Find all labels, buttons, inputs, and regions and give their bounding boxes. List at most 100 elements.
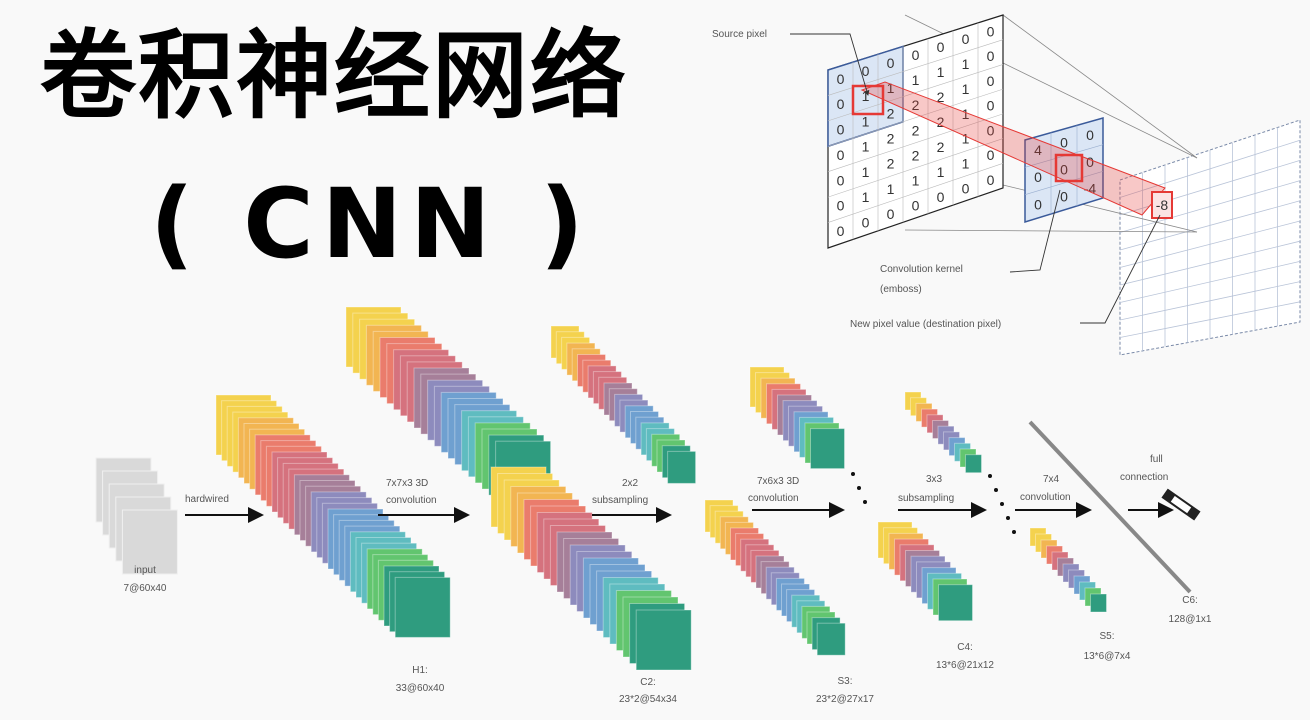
- source-cell: 1: [862, 189, 870, 205]
- op-label: 2x2: [622, 478, 639, 489]
- source-cell: 2: [912, 147, 920, 163]
- source-cell: 0: [962, 180, 970, 196]
- source-cell: 0: [937, 39, 945, 55]
- source-cell: 0: [962, 31, 970, 47]
- source-cell: 0: [912, 47, 920, 63]
- kernel-cell: 4: [1034, 142, 1042, 158]
- source-cell: 1: [887, 181, 895, 197]
- output-value: -8: [1156, 197, 1169, 213]
- source-cell: 0: [837, 198, 845, 214]
- operation-arrows: [185, 502, 1174, 523]
- stage-label: input: [134, 565, 156, 576]
- source-cell: 2: [937, 114, 945, 130]
- source-cell: 0: [837, 96, 845, 112]
- source-cell: 0: [987, 23, 995, 39]
- feature-map: [1090, 593, 1107, 613]
- callouts: [790, 33, 1161, 324]
- op-label: connection: [1120, 472, 1168, 483]
- source-cell: 0: [912, 197, 920, 213]
- op-label: convolution: [386, 495, 437, 506]
- op-label: 7x4: [1043, 474, 1060, 485]
- source-cell: 1: [962, 131, 970, 147]
- source-cell: 0: [837, 122, 845, 138]
- feature-map: [965, 454, 982, 474]
- kernel-cell: 0: [1060, 135, 1068, 151]
- kernel-cell: 0: [1060, 189, 1068, 205]
- source-cell: 1: [912, 172, 920, 188]
- source-cell: 0: [987, 147, 995, 163]
- stage-label: H1:: [412, 665, 428, 676]
- source-cell: 0: [837, 71, 845, 87]
- kernel-cell: 0: [1034, 169, 1042, 185]
- feature-map: [635, 609, 692, 671]
- source-cell: 1: [887, 80, 895, 96]
- source-cell: 0: [987, 172, 995, 188]
- op-label: 7x6x3 3D: [757, 476, 799, 487]
- source-cell: 2: [937, 139, 945, 155]
- source-cell: 1: [962, 81, 970, 97]
- source-cell: 2: [937, 89, 945, 105]
- kernel-cell: 0: [1086, 154, 1094, 170]
- source-cell: 2: [887, 130, 895, 146]
- kernel-beam: -8: [851, 81, 1173, 219]
- source-cell: 1: [862, 88, 870, 104]
- destination-pixel-label: New pixel value (destination pixel): [850, 319, 1001, 330]
- s5-lower-stack: [1029, 527, 1107, 613]
- stage-label: 23*2@54x34: [619, 694, 677, 705]
- source-pixel-label: Source pixel: [712, 29, 767, 40]
- source-pixel-highlight: [851, 84, 885, 116]
- kernel-cell: 0: [1034, 196, 1042, 212]
- stage-label: 13*6@7x4: [1084, 651, 1131, 662]
- op-label: subsampling: [898, 493, 954, 504]
- op-label: 3x3: [926, 474, 943, 485]
- feature-map: [121, 509, 178, 575]
- op-label: 7x7x3 3D: [386, 478, 428, 489]
- source-cell: 2: [887, 156, 895, 172]
- h1-stack: [215, 394, 451, 638]
- s3-upper-stack: [550, 325, 697, 484]
- source-cell: 1: [862, 164, 870, 180]
- feature-map: [816, 622, 846, 656]
- input-stack: [95, 457, 178, 575]
- op-label: convolution: [1020, 492, 1071, 503]
- source-cell: 2: [912, 97, 920, 113]
- s3-lower-stack: [704, 499, 846, 656]
- op-label: subsampling: [592, 495, 648, 506]
- c2-lower-stack: [490, 466, 692, 671]
- source-cell: 2: [912, 122, 920, 138]
- feature-map: [394, 576, 451, 638]
- feature-map: [667, 450, 697, 484]
- kernel-sublabel: (emboss): [880, 284, 922, 295]
- c4-lower-stack: [877, 521, 973, 622]
- source-cell: 1: [862, 139, 870, 155]
- stage-label: C4:: [957, 642, 973, 653]
- stage-label: 128@1x1: [1169, 614, 1212, 625]
- network-diagram: [95, 306, 1107, 671]
- kernel-cell: -4: [1084, 181, 1097, 197]
- source-cell: 0: [937, 189, 945, 205]
- ellipsis-dots: [851, 472, 1016, 534]
- stage-label: C2:: [640, 677, 656, 688]
- c4-upper-stack: [749, 366, 845, 470]
- source-cell: 0: [987, 48, 995, 64]
- destination-grid: [1119, 119, 1301, 356]
- destination-pixel: [1151, 191, 1173, 219]
- source-cell: 2: [887, 105, 895, 121]
- operation-labels: hardwired 7x7x3 3D convolution 2x2 subsa…: [185, 454, 1168, 506]
- op-label: convolution: [748, 493, 799, 504]
- source-cell: 1: [962, 56, 970, 72]
- stage-label: S3:: [837, 676, 852, 687]
- kernel-cell: 0: [1060, 162, 1068, 178]
- kernel-cell: 0: [1086, 127, 1094, 143]
- source-cell: 0: [862, 63, 870, 79]
- op-label: hardwired: [185, 494, 229, 505]
- source-cell: 0: [887, 206, 895, 222]
- stage-label: C6:: [1182, 595, 1198, 606]
- source-cell: 1: [962, 106, 970, 122]
- source-cell: 0: [837, 147, 845, 163]
- source-cell: 0: [987, 98, 995, 114]
- kernel-label: Convolution kernel: [880, 264, 963, 275]
- fc-divider: [1028, 420, 1192, 594]
